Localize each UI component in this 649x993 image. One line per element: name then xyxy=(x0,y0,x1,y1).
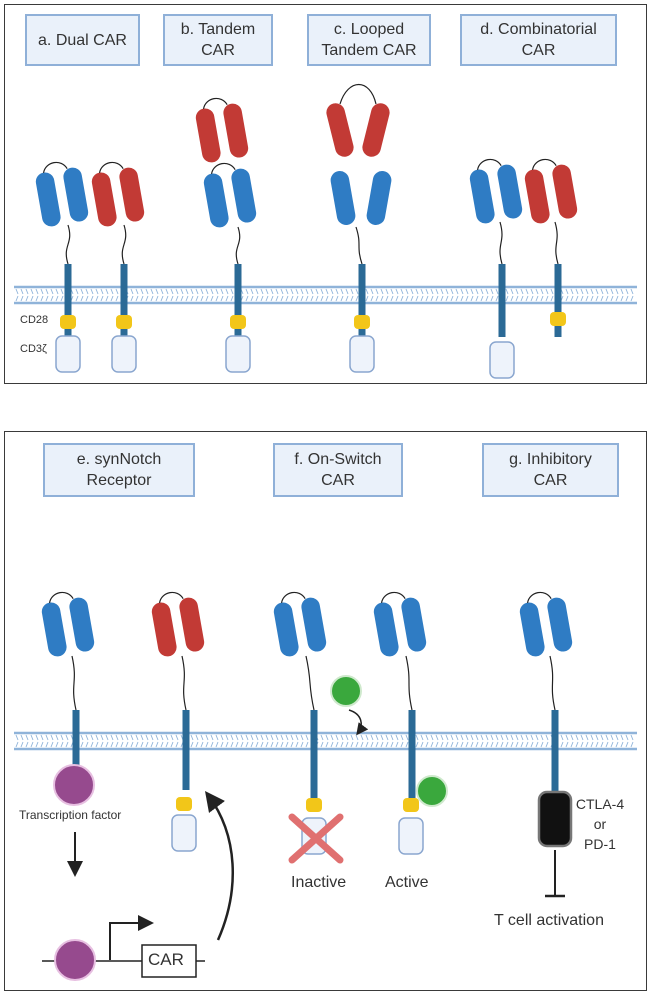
cd3z-label: CD3ζ xyxy=(20,343,47,355)
linker-c xyxy=(355,226,363,265)
scfv-blue-b xyxy=(202,162,258,229)
car-gene-box xyxy=(141,944,197,978)
scfv-red-c-right xyxy=(360,101,392,159)
cd28-label: CD28 xyxy=(20,314,49,326)
inhibitory-domain-label: CTLA-4 or PD-1 xyxy=(575,796,625,852)
arrow-expression xyxy=(205,790,234,941)
scfv-red-c-left xyxy=(324,101,356,159)
active-label: Active xyxy=(385,874,429,891)
membrane-top xyxy=(14,285,637,305)
cd3z-a2 xyxy=(111,335,137,373)
linker-d2 xyxy=(554,221,559,265)
ligand-inactive xyxy=(330,675,362,707)
label-inhibitory-car: g. Inhibitory CAR xyxy=(482,443,619,497)
scfv-blue-c-left xyxy=(329,169,357,227)
linker-a1 xyxy=(65,224,71,265)
car-gene-label: CAR xyxy=(148,950,184,969)
stalk-d1 xyxy=(498,264,506,337)
cd28-b xyxy=(230,315,246,329)
cd3z-c xyxy=(349,335,375,373)
label-tandem-car: b. Tandem CAR xyxy=(163,14,273,66)
stalk-b xyxy=(234,264,242,337)
cd3z-e xyxy=(171,814,197,852)
loop-linker-c xyxy=(339,84,377,105)
stalk-c xyxy=(358,264,366,337)
scfv-blue-a xyxy=(34,161,90,228)
scfv-red-d xyxy=(523,158,579,225)
scfv-red-b xyxy=(194,97,250,164)
stalk-f2 xyxy=(408,710,416,800)
cd28-c xyxy=(354,315,370,329)
ligand-arrow xyxy=(348,709,369,736)
scfv-blue-g xyxy=(518,591,574,658)
linker-a2 xyxy=(121,224,127,265)
linker-d1 xyxy=(499,221,503,265)
t-cell-activation-label: T cell activation xyxy=(494,912,604,929)
cd28-a1 xyxy=(60,315,76,329)
cd28-a2 xyxy=(116,315,132,329)
stalk-a1 xyxy=(64,264,72,337)
stalk-d2 xyxy=(554,264,562,337)
inactive-label: Inactive xyxy=(291,874,347,891)
inactive-x-mark xyxy=(288,813,344,864)
stalk-g xyxy=(551,710,559,795)
stalk-e1 xyxy=(72,710,80,787)
linker-g xyxy=(549,655,556,711)
scfv-blue-f1 xyxy=(272,591,328,658)
inhibitory-domain xyxy=(537,790,573,848)
scfv-blue-c-right xyxy=(365,169,393,227)
linker-f1 xyxy=(305,655,315,711)
linker-b xyxy=(235,226,241,265)
cd28-e xyxy=(176,797,192,811)
scfv-red-e xyxy=(150,591,206,658)
label-synnotch-receptor: e. synNotch Receptor xyxy=(43,443,195,497)
cd3z-b xyxy=(225,335,251,373)
label-looped-tandem-car: c. Looped Tandem CAR xyxy=(307,14,431,66)
promoter-arrow xyxy=(109,915,154,960)
cd28-f2 xyxy=(403,798,419,812)
label-combinatorial-car: d. Combinatorial CAR xyxy=(460,14,617,66)
transcription-factor-circle xyxy=(53,764,95,806)
transcription-factor-label: Transcription factor xyxy=(19,808,122,822)
bottom-panel xyxy=(4,431,647,991)
ligand-active xyxy=(416,775,448,807)
transcription-factor-bound xyxy=(54,939,96,981)
membrane-bottom xyxy=(14,731,637,751)
linker-f2 xyxy=(405,655,413,711)
stalk-e2 xyxy=(182,710,190,790)
stalk-a2 xyxy=(120,264,128,337)
label-on-switch-car: f. On-Switch CAR xyxy=(273,443,403,497)
scfv-blue-f2 xyxy=(372,591,428,658)
cd3z-a1 xyxy=(55,335,81,373)
linker-e1 xyxy=(71,655,77,711)
stalk-f1 xyxy=(310,710,318,800)
label-dual-car: a. Dual CAR xyxy=(25,14,140,66)
cd28-d2 xyxy=(550,312,566,326)
cd28-f1 xyxy=(306,798,322,812)
scfv-blue-e xyxy=(40,591,96,658)
scfv-blue-d xyxy=(468,158,524,225)
linker-e2 xyxy=(181,655,187,711)
scfv-red-a xyxy=(90,161,146,228)
cd3z-d1 xyxy=(489,341,515,379)
cd3z-f2 xyxy=(398,817,424,855)
